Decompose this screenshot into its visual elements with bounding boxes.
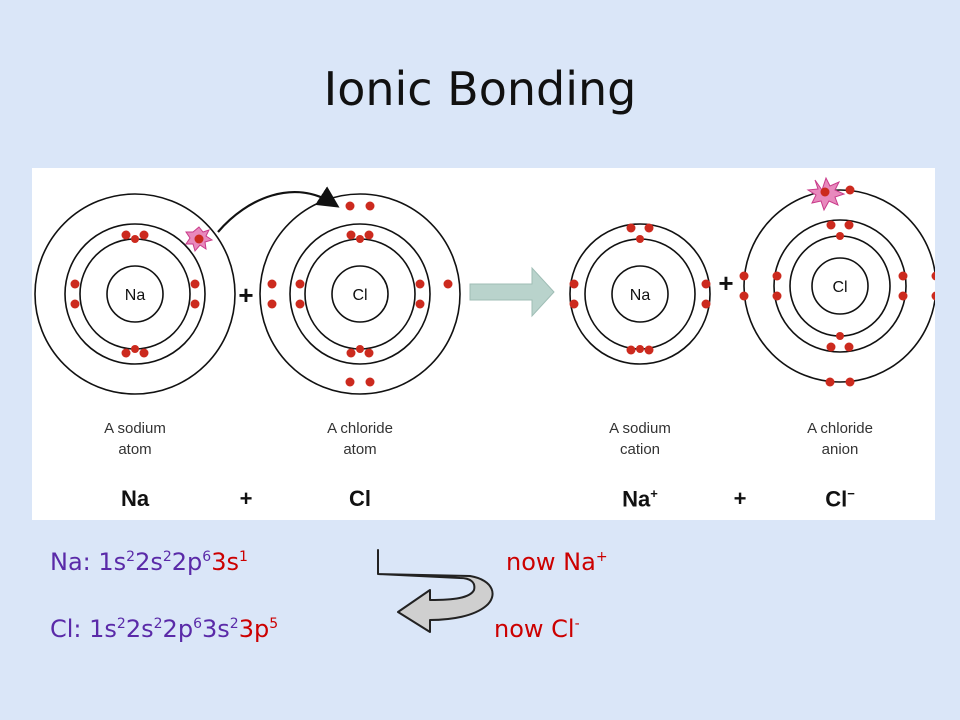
formula-na-ion: Na+ [622, 486, 658, 512]
plus-sign-2: + [718, 268, 733, 298]
cl-electrons [267, 201, 453, 387]
chlorine-configuration: Cl: 1s22s22p63s23p5 [50, 615, 279, 643]
formula-plus-2: + [733, 486, 747, 511]
chlorine-atom: Cl [259, 193, 461, 395]
chloride-anion: Cl [739, 176, 935, 387]
formula-cl-ion: Cl− [825, 486, 855, 512]
sodium-configuration: Na: 1s22s22p63s1 [50, 548, 248, 576]
atom-diagram-svg: Na + Cl [34, 176, 935, 395]
na-electrons [70, 230, 200, 358]
na-ion-nucleus-label: Na [630, 287, 651, 304]
slide-title: Ionic Bonding [323, 62, 637, 116]
na-ion-electrons [569, 223, 711, 355]
na-nucleus [106, 265, 164, 323]
electron-transfer-arrow [217, 186, 340, 233]
na-shell-3 [34, 193, 236, 395]
sodium-ion-result: now Na+ [506, 548, 608, 576]
formula-plus-1: + [239, 486, 253, 511]
chloride-ion-result: now Cl- [494, 615, 580, 643]
reaction-arrow [469, 266, 555, 318]
cl-ion-electrons [739, 185, 935, 387]
cl-ion-nucleus-label: Cl [832, 279, 847, 296]
cl-nucleus-label: Cl [352, 287, 367, 304]
formula-na: Na [120, 486, 150, 511]
plus-sign-1: + [238, 280, 253, 310]
gained-electron-icon [806, 176, 846, 212]
formula-cl: Cl [349, 486, 371, 511]
na-shell-2 [64, 223, 206, 365]
na-nucleus-label: Na [125, 287, 146, 304]
sodium-atom: Na [34, 193, 236, 395]
na-valence-electron-icon [185, 226, 214, 253]
sodium-cation: Na [569, 223, 711, 365]
bonding-diagram: Na + Cl [32, 168, 935, 520]
